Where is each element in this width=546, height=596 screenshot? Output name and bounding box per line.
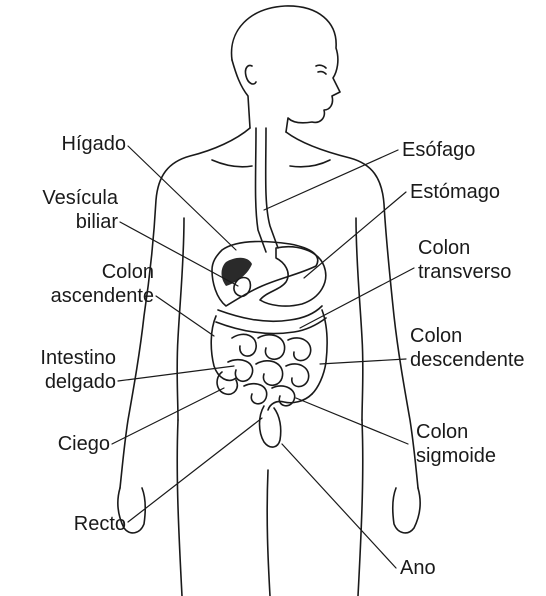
label-intestino-line2: delgado [10, 370, 116, 394]
label-colon-ascendente-line1: Colon [10, 260, 154, 284]
torso-drawing [118, 128, 420, 596]
label-colon-descendente-line2: descendente [410, 348, 525, 372]
leader-higado [128, 146, 236, 250]
leader-recto [128, 418, 262, 522]
label-colon-ascendente-line2: ascendente [10, 284, 154, 308]
leader-estomago [304, 192, 406, 278]
label-higado: Hígado [30, 132, 126, 156]
rectum-drawing [260, 406, 281, 447]
label-colon-sigmoide-line2: sigmoide [416, 444, 496, 468]
leader-colon-sigmoide [296, 398, 408, 444]
stomach-drawing [260, 247, 326, 306]
label-vesicula-line2: biliar [10, 210, 118, 234]
esophagus-drawing [256, 128, 267, 252]
leader-ano [282, 444, 396, 568]
leader-colon-ascendente [156, 296, 214, 336]
label-ano: Ano [400, 556, 436, 580]
label-vesicula-line1: Vesícula [10, 186, 118, 210]
head-drawing [232, 6, 340, 132]
label-recto: Recto [10, 512, 126, 536]
small-intestine-drawing [228, 334, 311, 405]
label-ciego: Ciego [10, 432, 110, 456]
label-colon-transverso-line2: transverso [418, 260, 511, 284]
transverse-colon-drawing [218, 306, 322, 321]
leader-lines [112, 146, 414, 568]
label-estomago: Estómago [410, 180, 500, 204]
esophagus-drawing-2 [266, 128, 278, 248]
ascending-colon-drawing [211, 316, 236, 380]
transverse-colon-drawing-2 [216, 318, 326, 334]
gallbladder-drawing [234, 278, 250, 297]
label-esofago: Esófago [402, 138, 475, 162]
label-colon-transverso-line1: Colon [418, 236, 470, 260]
label-colon-descendente-line1: Colon [410, 324, 462, 348]
label-intestino-line1: Intestino [10, 346, 116, 370]
leader-colon-transverso [300, 268, 414, 328]
label-colon-sigmoide-line1: Colon [416, 420, 468, 444]
